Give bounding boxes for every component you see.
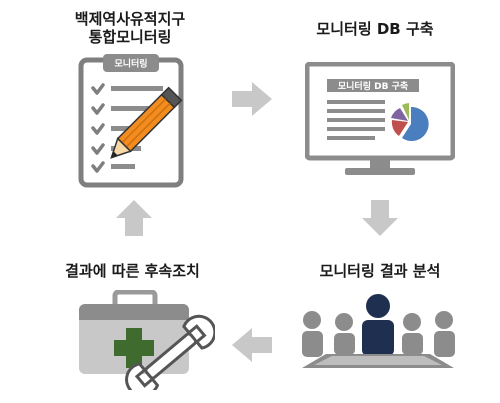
step1-title-line2: 통합모니터링 bbox=[88, 28, 172, 46]
step2-title: 모니터링 DB 구축 bbox=[316, 20, 434, 38]
monitor-chart-icon: 모니터링 DB 구축 bbox=[305, 62, 455, 175]
arrow-right-icon bbox=[232, 82, 272, 116]
step4-title: 결과에 따른 후속조치 bbox=[65, 262, 200, 280]
arrow-down-icon bbox=[362, 200, 398, 236]
pie-chart-icon bbox=[391, 103, 429, 141]
clipboard-checklist-icon: 모니터링 bbox=[78, 54, 184, 188]
meeting-people-icon bbox=[302, 294, 455, 368]
step1-title-line1: 백제역사유적지구 bbox=[74, 10, 186, 28]
board-label: 모니터링 bbox=[114, 58, 147, 70]
arrow-left-icon bbox=[232, 328, 272, 362]
arrow-up-icon bbox=[116, 200, 152, 236]
wrench-icon bbox=[125, 314, 215, 390]
step1-title: 백제역사유적지구 통합모니터링 bbox=[55, 10, 205, 46]
pencil-icon bbox=[110, 86, 183, 159]
screen-label: 모니터링 DB 구축 bbox=[338, 80, 408, 92]
first-aid-kit-icon bbox=[79, 290, 215, 390]
step3-title: 모니터링 결과 분석 bbox=[319, 262, 441, 280]
